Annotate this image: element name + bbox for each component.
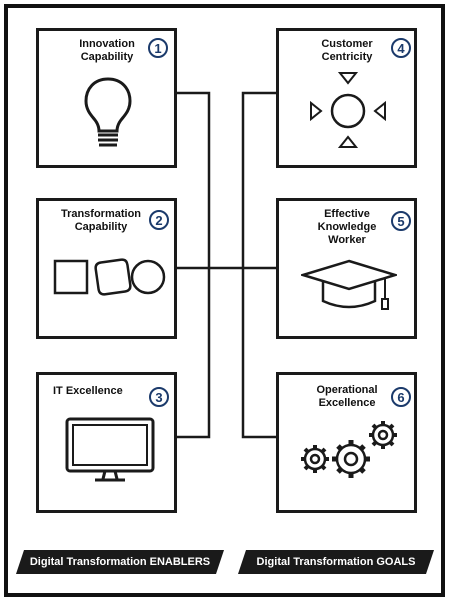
goal-card-operational-excellence: Operational Excellence 6	[276, 372, 417, 513]
number-badge: 3	[149, 387, 169, 407]
gears-icon	[301, 421, 397, 478]
goal-card-customer-centricity: Customer Centricity 4	[276, 28, 417, 168]
number-badge: 2	[149, 210, 169, 230]
card-title: Customer Centricity	[321, 38, 373, 63]
customer-target-icon	[310, 72, 386, 148]
goal-card-knowledge-worker: Effective Knowledge Worker 5	[276, 198, 417, 339]
lightbulb-icon	[84, 77, 132, 147]
number-badge: 5	[391, 211, 411, 231]
enabler-card-transformation: Transformation Capability 2	[36, 198, 177, 339]
card-title: IT Excellence	[53, 385, 123, 397]
card-title: Effective Knowledge Worker	[317, 208, 377, 246]
card-title: Operational Excellence	[316, 384, 378, 409]
goals-banner: Digital Transformation GOALS	[238, 550, 434, 574]
enablers-banner: Digital Transformation ENABLERS	[16, 550, 224, 574]
shapes-icon	[53, 258, 166, 296]
enablers-banner-label: Digital Transformation ENABLERS	[29, 556, 211, 568]
number-badge: 4	[391, 38, 411, 58]
number-badge: 1	[148, 38, 168, 58]
card-title: Transformation Capability	[60, 208, 142, 233]
number-badge: 6	[391, 387, 411, 407]
graduation-cap-icon	[301, 259, 397, 310]
monitor-icon	[65, 417, 155, 482]
card-title: Innovation Capability	[79, 38, 135, 63]
goals-banner-label: Digital Transformation GOALS	[256, 556, 416, 568]
enabler-card-it-excellence: IT Excellence 3	[36, 372, 177, 513]
enabler-card-innovation: Innovation Capability 1	[36, 28, 177, 168]
